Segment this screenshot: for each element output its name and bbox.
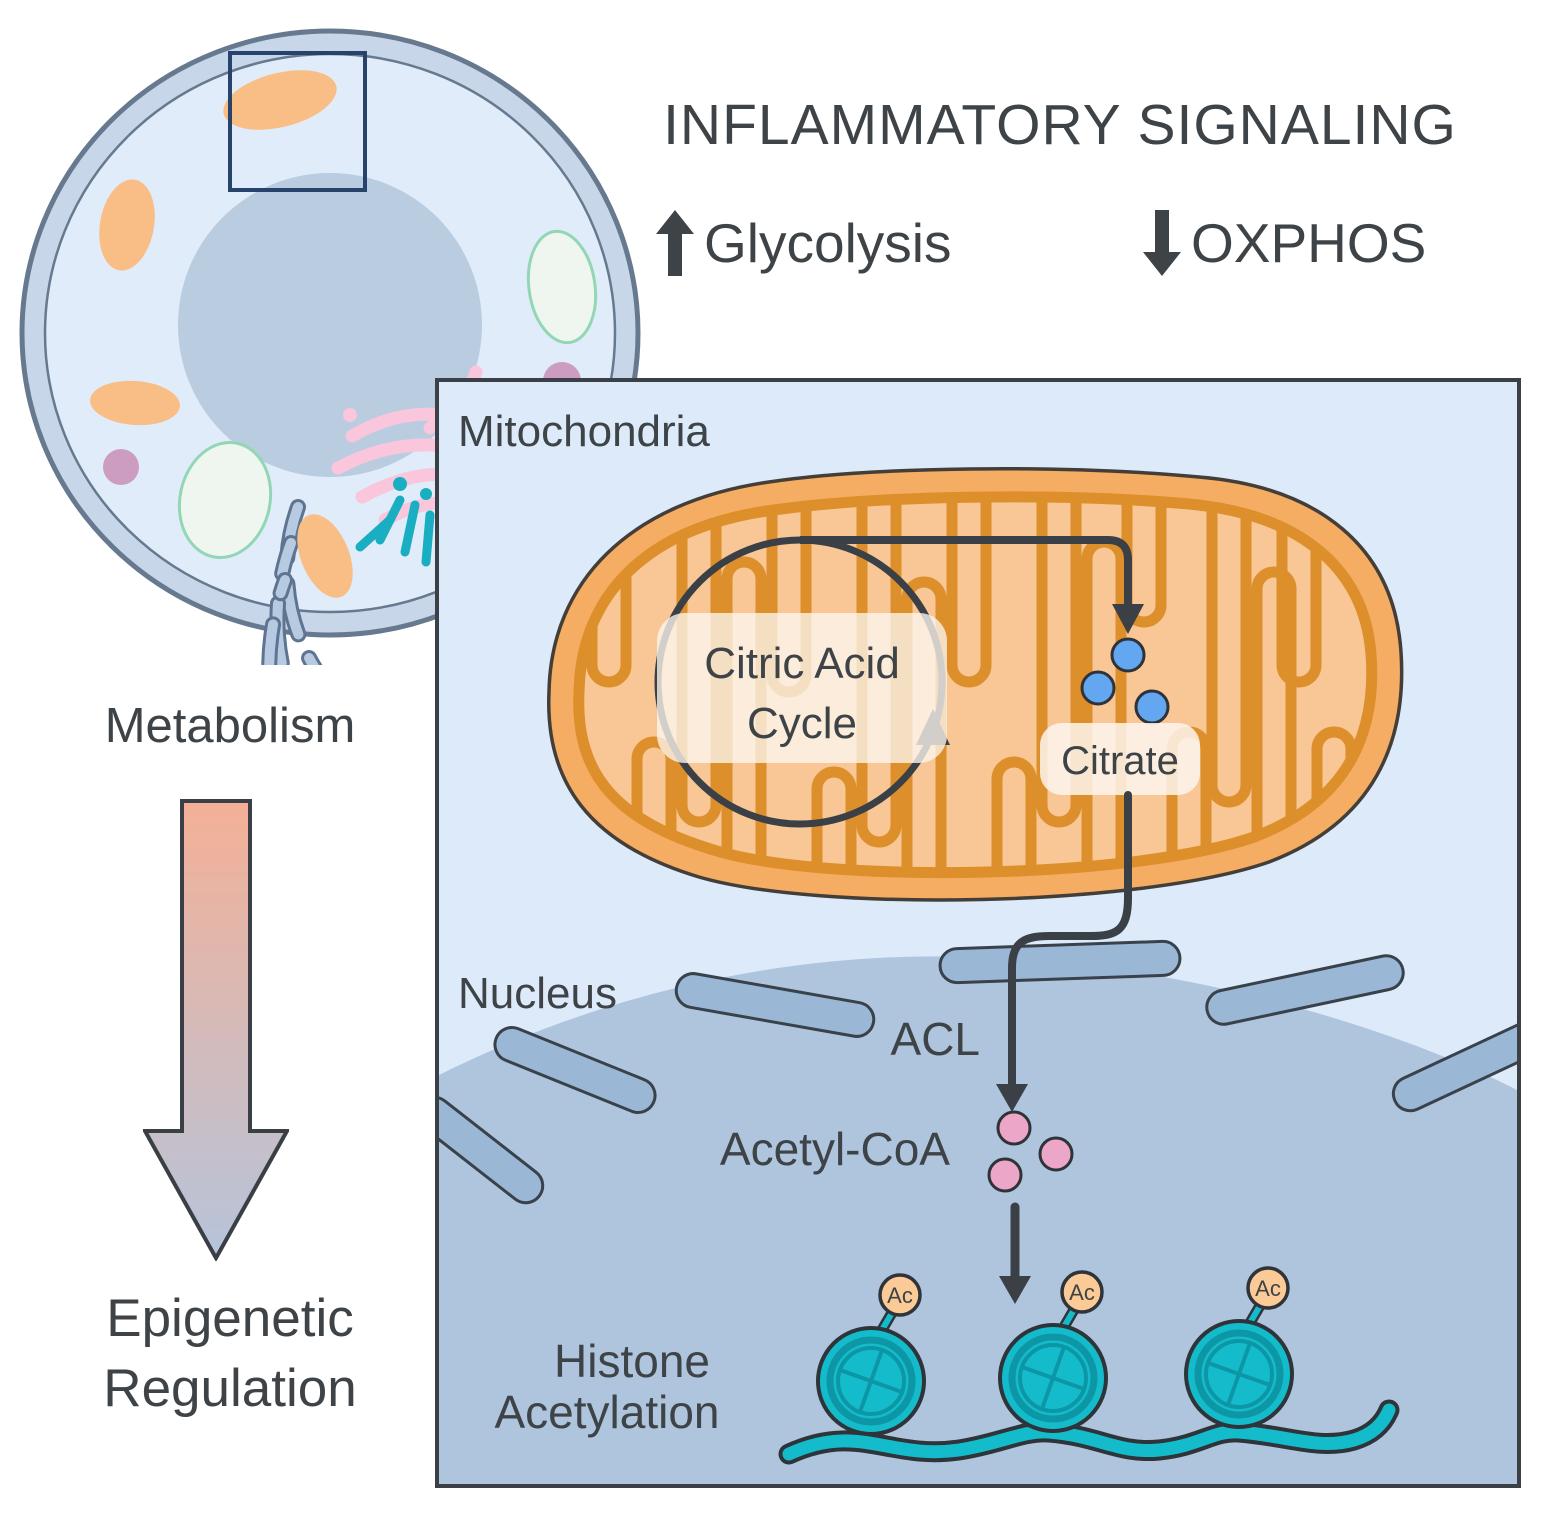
ac-badge xyxy=(1246,1266,1290,1310)
mitochondria-region-label: Mitochondria xyxy=(458,407,710,456)
histone-acetylation-label-line2: Acetylation xyxy=(494,1386,719,1438)
acetylation-arrowhead xyxy=(999,1276,1031,1304)
cycle-label-line2: Cycle xyxy=(747,699,857,748)
citrate-arrowhead xyxy=(1112,604,1144,634)
cell-mitochondria-blobs xyxy=(90,70,353,598)
metabolism-label: Metabolism xyxy=(104,699,356,753)
down-arrow-icon xyxy=(1143,210,1181,276)
up-arrow-icon xyxy=(656,210,694,276)
citrate-label-box xyxy=(1040,723,1200,795)
glycolysis-label: Glycolysis xyxy=(704,212,952,274)
zoom-panel: Citric Acid Cycle Citrate Mitochondria N… xyxy=(415,378,1553,1488)
citrate-label: Citrate xyxy=(1061,739,1179,783)
ac-badge-label: Ac xyxy=(887,1283,913,1308)
oxphos-label: OXPHOS xyxy=(1191,212,1427,274)
zoom-panel-illustration: Citric Acid Cycle Citrate Mitochondria N… xyxy=(415,407,1553,1484)
acetylation-arrow xyxy=(999,1202,1031,1304)
ac-badge xyxy=(878,1273,922,1317)
vacuole xyxy=(177,441,273,559)
acetyl-coa-label: Acetyl-CoA xyxy=(720,1123,950,1175)
cell-nucleus xyxy=(178,173,482,477)
ac-badge xyxy=(1060,1270,1104,1314)
dna-strand xyxy=(778,1399,1400,1465)
cycle-label-box xyxy=(657,613,947,763)
histone-spool: Ac xyxy=(1184,1266,1294,1429)
cycle-label-line1: Citric Acid xyxy=(704,639,900,688)
histone-spool: Ac xyxy=(998,1270,1108,1433)
ac-badge-label: Ac xyxy=(1069,1280,1095,1305)
nucleus-region-label: Nucleus xyxy=(458,969,617,1018)
glycolysis-item: Glycolysis xyxy=(656,210,952,276)
metabolism-to-epigenetics-arrow xyxy=(143,799,289,1261)
histone-spools: Ac Ac xyxy=(816,1266,1294,1436)
histone-spool: Ac xyxy=(816,1273,926,1436)
golgi-vesicle xyxy=(343,408,357,422)
mitochondrion-cristae xyxy=(586,496,1357,873)
vacuole xyxy=(526,229,598,345)
epigenetic-regulation-label-line2: Regulation xyxy=(103,1359,357,1418)
acl-arrowhead xyxy=(996,1084,1028,1112)
acl-enzyme-label: ACL xyxy=(891,1013,980,1065)
oxphos-item: OXPHOS xyxy=(1143,210,1426,276)
ac-badge-label: Ac xyxy=(1255,1276,1281,1301)
citrate-export-arrow xyxy=(996,791,1132,1112)
nuclear-envelope xyxy=(415,939,1553,1205)
zoom-indicator-box xyxy=(228,51,367,192)
acetyl-coa-dots xyxy=(987,1110,1074,1193)
histone-acetylation-label-line1: Histone xyxy=(554,1335,710,1387)
figure-title: INFLAMMATORY SIGNALING xyxy=(663,93,1457,157)
epigenetic-regulation-label-line1: Epigenetic xyxy=(106,1289,354,1348)
centriole xyxy=(355,477,452,577)
lysosome xyxy=(103,449,139,485)
citrate-dots xyxy=(1080,637,1170,725)
